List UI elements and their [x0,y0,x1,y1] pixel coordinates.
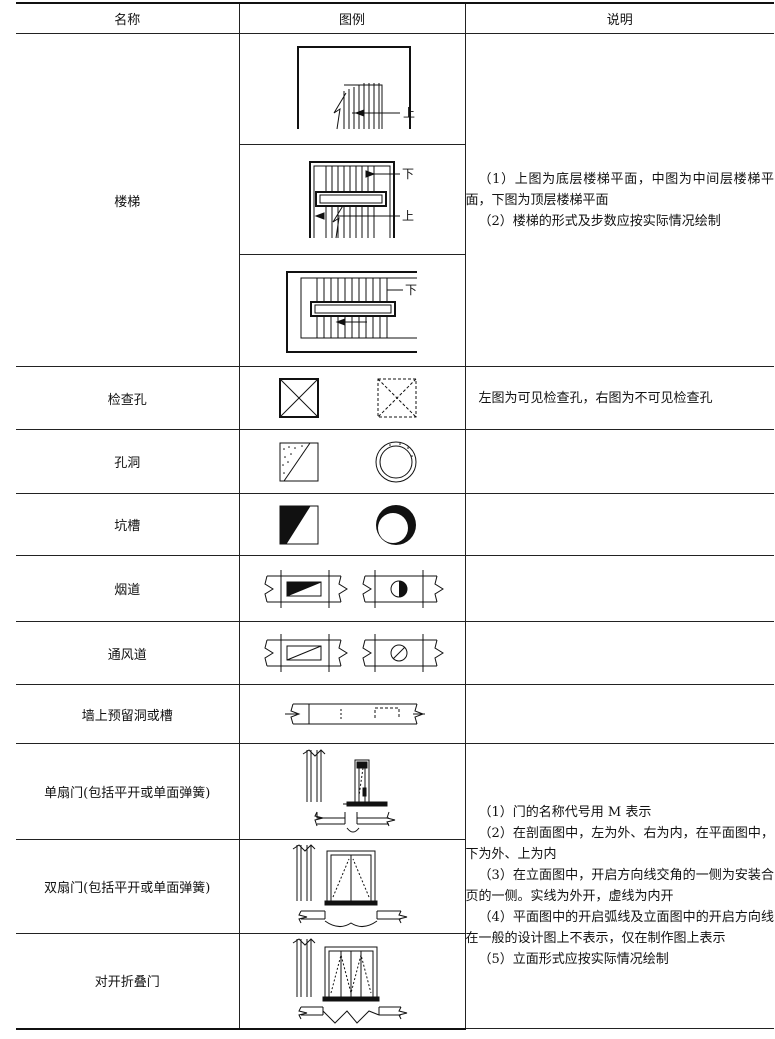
stairs-bottom-figure: 上 [238,33,466,145]
stairs-top-figure: 下 [239,254,465,367]
table-row: 下 [16,254,774,367]
stairs-middle-icon: 下 上 [309,160,414,238]
single-door-icon [302,748,396,832]
hole-icon [279,441,417,482]
table-row: 检查孔 左图为可见检查孔，右图为不可见检查孔 [16,366,774,430]
table-row: 烟道 [16,555,774,622]
flue-description [464,555,774,622]
table-row: 单扇门(包括平开或单面弹簧) [16,743,774,1029]
door-note-1: （1）门的名称代号用 M 表示 [478,805,652,820]
row-name-wall-slot: 墙上预留洞或槽 [16,684,240,744]
wall-slot-description [464,684,774,744]
table-row: 墙上预留洞或槽 [16,684,774,744]
row-name-hole: 孔洞 [16,429,240,494]
table-row: 楼梯 上 （1）上图为底层楼梯平面，中图为中间层楼梯平面，下图为顶层楼 [16,33,774,367]
door-note-2: （2）在剖面图中，左为外、右为内，在平面图中，下为外、上为内 [465,826,775,862]
table-row: 对开折叠门 [16,933,774,1030]
single-door-figure [238,743,466,840]
door-note-4: （4）平面图中的开启弧线及立面图中的开启方向线在一般的设计图上不表示，仅在制作图… [465,910,775,946]
label-down: 下 [405,283,417,297]
double-door-figure [238,839,465,934]
wall-slot-figure [238,684,466,744]
inspection-icon [279,378,417,418]
label-down: 下 [402,167,414,181]
stairs-note-1: （1）上图为底层楼梯平面，中图为中间层楼梯平面，下图为顶层楼梯平面 [465,171,775,208]
wall-slot-icon [285,703,425,725]
row-name-folding-door: 对开折叠门 [16,933,240,1030]
header-name: 名称 [16,2,240,34]
stairs-top-icon: 下 [286,270,417,353]
row-name-single-door: 单扇门(包括平开或单面弹簧) [16,743,240,840]
header-row: 名称 图例 说明 [16,2,774,34]
inspection-figure [238,366,466,430]
table-row: 孔洞 [16,429,774,494]
header-desc: 说明 [464,2,774,34]
vent-figure [238,621,466,685]
row-name-flue: 烟道 [16,555,240,622]
row-name-stairs: 楼梯 [16,33,240,367]
table-row: 通风道 [16,621,774,685]
table-row: 双扇门(包括平开或单面弹簧) [16,839,774,934]
flue-figure [238,555,466,622]
folding-door-icon [292,938,408,1024]
table-row: 下 上 [16,144,774,255]
legend-table: 名称 图例 说明 楼梯 上 [16,2,774,1030]
pit-figure [238,493,466,556]
hole-figure [238,429,466,494]
hole-description [464,429,774,494]
vent-description [464,621,774,685]
label-up: 上 [403,106,415,120]
door-note-3: （3）在立面图中，开启方向线交角的一侧为安装合页的一侧。实线为外开，虚线为内开 [465,868,775,904]
pit-description [464,493,774,556]
stairs-description: （1）上图为底层楼梯平面，中图为中间层楼梯平面，下图为顶层楼梯平面 （2）楼梯的… [464,33,775,367]
double-door-icon [292,843,408,927]
folding-door-figure [238,933,465,1030]
row-name-vent: 通风道 [16,621,240,685]
pit-icon [279,504,416,545]
inspection-note: 左图为可见检查孔，右图为不可见检查孔 [478,390,713,406]
header-legend: 图例 [238,2,466,34]
row-name-inspection: 检查孔 [16,366,240,430]
label-up: 上 [402,209,414,223]
flue-icon [264,569,444,608]
door-description: （1）门的名称代号用 M 表示 （2）在剖面图中，左为外、右为内，在平面图中，下… [464,743,775,1029]
stairs-bottom-icon: 上 [297,46,415,130]
vent-icon [264,634,444,672]
inspection-description: 左图为可见检查孔，右图为不可见检查孔 [464,366,774,430]
row-name-double-door: 双扇门(包括平开或单面弹簧) [16,839,240,934]
stairs-note-2: （2）楼梯的形式及步数应按实际情况绘制 [478,213,721,229]
row-name-pit: 坑槽 [16,493,240,556]
door-note-5: （5）立面形式应按实际情况绘制 [478,952,669,967]
stairs-middle-figure: 下 上 [239,144,465,255]
table-row: 坑槽 [16,493,774,556]
